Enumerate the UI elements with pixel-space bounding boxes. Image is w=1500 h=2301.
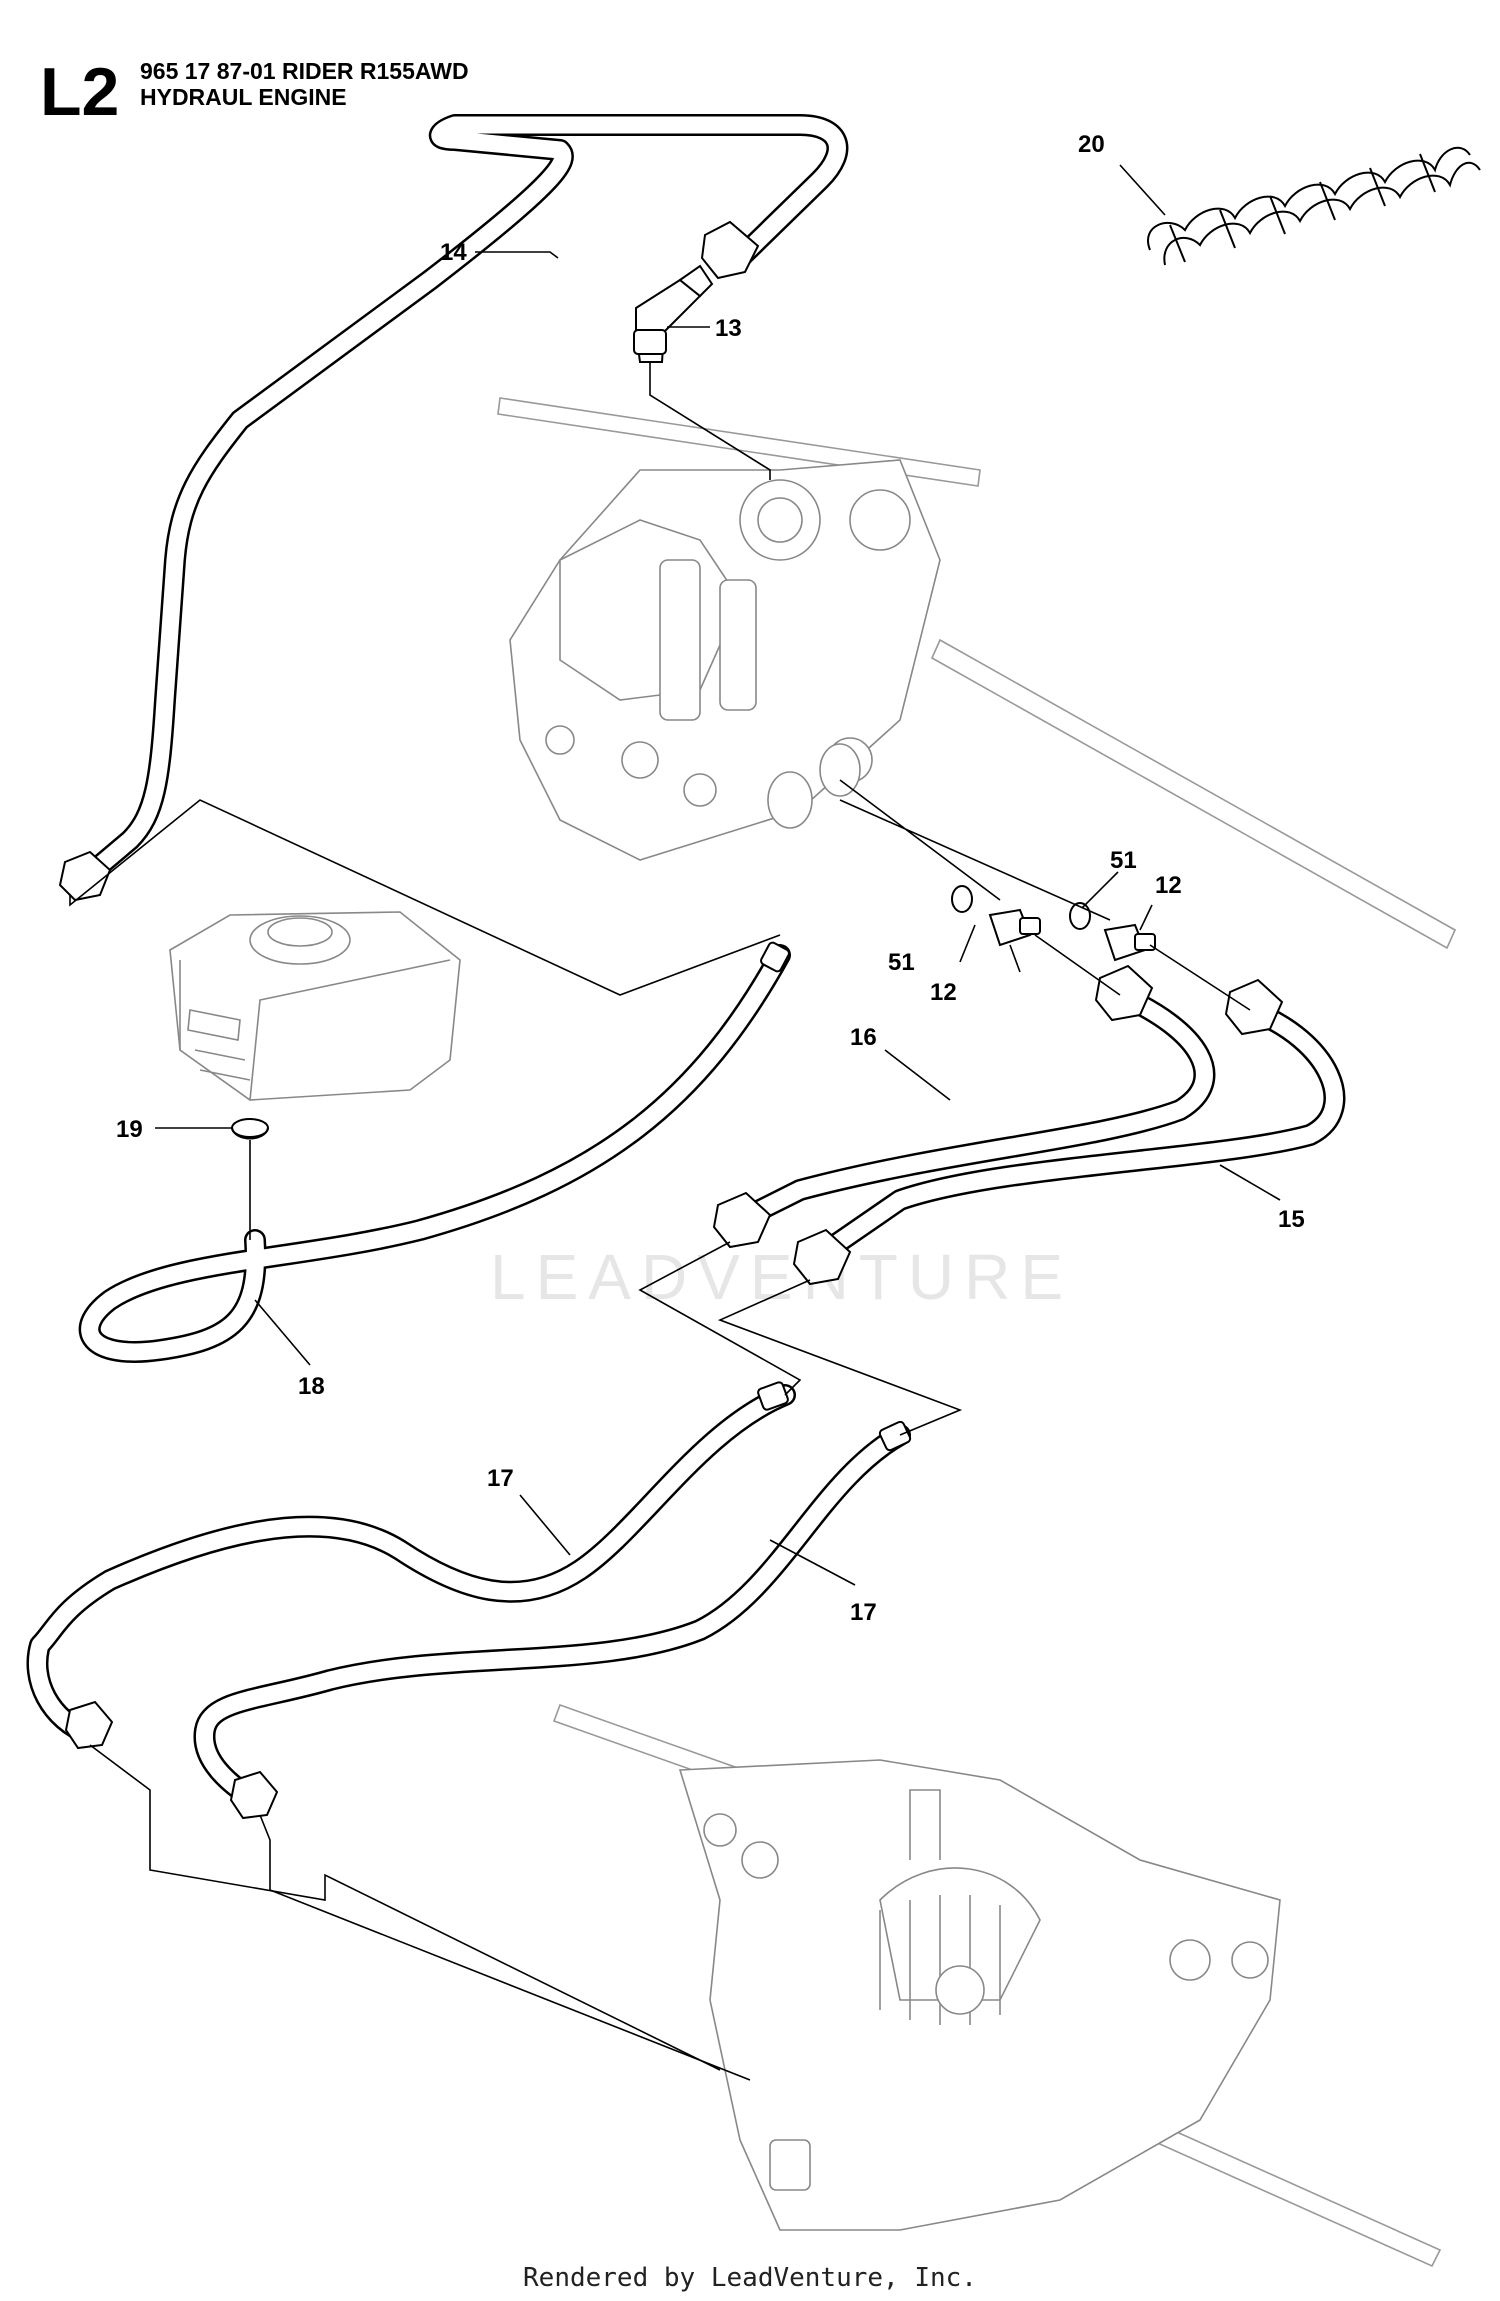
hose-part-17-upper[interactable] bbox=[26, 1381, 796, 1750]
callout-13: 13 bbox=[715, 315, 742, 342]
callout-12-right: 12 bbox=[1155, 872, 1182, 899]
upper-transmission bbox=[497, 397, 1457, 950]
routing-lines bbox=[69, 362, 1251, 2081]
fitting-part-12-left[interactable] bbox=[988, 908, 1041, 947]
callout-51-left: 51 bbox=[888, 949, 915, 976]
hose-part-18[interactable] bbox=[78, 941, 791, 1363]
watermark: LEADVENTURE bbox=[490, 1241, 1073, 1313]
lower-transmission bbox=[552, 1703, 1442, 2268]
callout-labels: 20 14 13 51 12 51 12 16 19 15 18 17 17 bbox=[116, 131, 1305, 1626]
callout-17-upper: 17 bbox=[487, 1465, 514, 1492]
callout-51-right: 51 bbox=[1110, 847, 1137, 874]
callout-16: 16 bbox=[850, 1024, 877, 1051]
callout-12-left: 12 bbox=[930, 979, 957, 1006]
footer-credit: Rendered by LeadVenture, Inc. bbox=[523, 2263, 977, 2293]
callout-20: 20 bbox=[1078, 131, 1105, 158]
model-title: 965 17 87-01 RIDER R155AWD bbox=[140, 58, 469, 84]
pipe-part-16[interactable] bbox=[712, 964, 1216, 1249]
oil-reservoir bbox=[169, 911, 461, 1101]
fitting-part-12-right[interactable] bbox=[1103, 923, 1156, 962]
pipe-part-14[interactable] bbox=[58, 114, 849, 902]
oring-part-51-left[interactable] bbox=[951, 885, 973, 913]
callout-19: 19 bbox=[116, 1116, 143, 1143]
hose-part-17-lower[interactable] bbox=[193, 1420, 912, 1820]
callout-14: 14 bbox=[440, 239, 467, 266]
callout-18: 18 bbox=[298, 1373, 325, 1400]
spring-part-20[interactable] bbox=[1147, 146, 1481, 266]
callout-15: 15 bbox=[1278, 1206, 1305, 1233]
page-code: L2 bbox=[40, 54, 120, 130]
callout-leaders bbox=[155, 164, 1281, 1586]
section-title: HYDRAUL ENGINE bbox=[140, 84, 347, 110]
clamp-part-19[interactable] bbox=[231, 1118, 269, 1140]
pipe-part-15[interactable] bbox=[792, 978, 1346, 1286]
elbow-part-13[interactable] bbox=[633, 264, 714, 363]
callout-17-lower: 17 bbox=[850, 1599, 877, 1626]
